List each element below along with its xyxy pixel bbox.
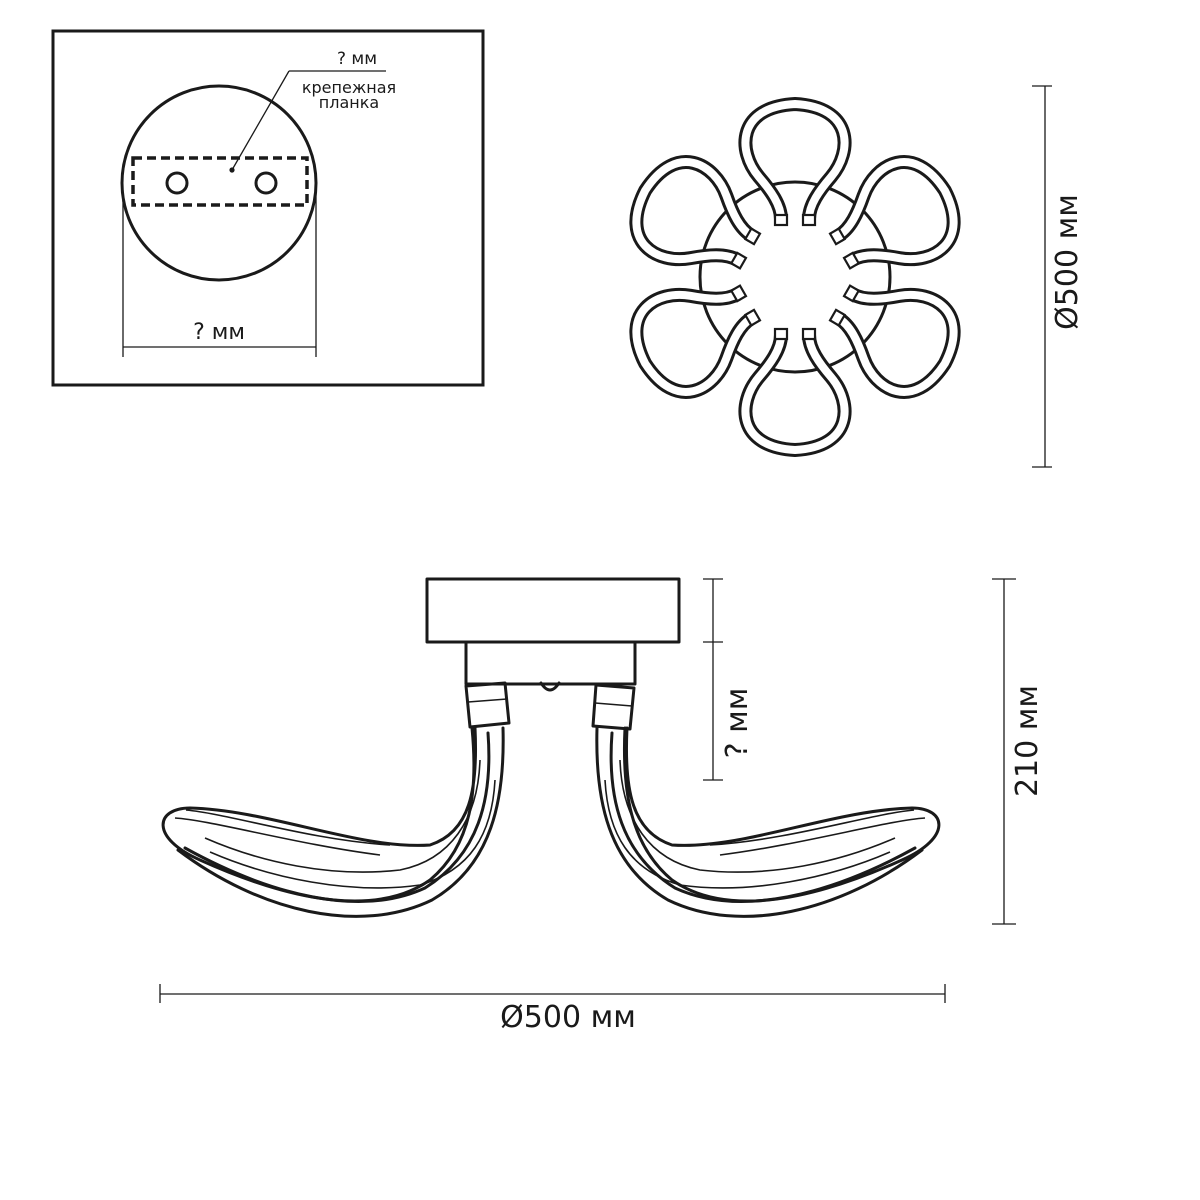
side-view: ? мм 210 мм Ø500 мм	[159, 577, 1045, 1035]
top-view: Ø500 мм	[629, 85, 1085, 468]
arm-end-cap	[842, 284, 861, 303]
height-label: 210 мм	[1010, 685, 1045, 797]
arm-end-cap	[801, 327, 817, 341]
top-view-arms	[629, 97, 961, 457]
side-center-nub	[539, 681, 561, 692]
base-diameter-label: ? мм	[193, 320, 245, 345]
top-view-arm-loop	[828, 284, 961, 399]
arm-end-cap	[773, 327, 789, 341]
canopy-base-circle	[120, 84, 318, 282]
left-arm-clamp	[464, 681, 511, 729]
width-label: Ø500 мм	[500, 1000, 636, 1035]
bracket-label-line2: планка	[319, 93, 379, 112]
arm-end-cap	[773, 213, 789, 227]
mounting-hole-right	[254, 171, 278, 195]
top-view-arm-loop	[738, 97, 852, 227]
top-view-arm-loop	[828, 155, 961, 270]
arm-end-cap	[729, 251, 748, 270]
side-canopy-neck	[464, 640, 637, 686]
mount-detail-frame	[51, 29, 485, 387]
arm-end-cap	[743, 308, 762, 327]
top-view-arm-loop	[629, 155, 762, 270]
top-view-arm-loop	[629, 284, 762, 399]
bracket-label-line1: крепежная	[302, 78, 396, 97]
arm-end-cap	[828, 308, 847, 327]
top-view-arm-loop	[738, 327, 852, 457]
left-arm	[161, 726, 505, 918]
top-diameter-label: Ø500 мм	[1050, 194, 1085, 330]
canopy-height-label: ? мм	[720, 688, 755, 759]
leader-line	[231, 70, 290, 171]
mounting-hole-left	[165, 171, 189, 195]
top-view-canopy	[698, 180, 892, 374]
arm-end-cap	[828, 227, 847, 246]
arm-end-cap	[729, 284, 748, 303]
arm-end-cap	[842, 251, 861, 270]
plate-length-label: ? мм	[337, 49, 377, 69]
left-clamp-band	[467, 698, 508, 703]
mount-detail: ? мм крепежная планка ? мм	[51, 29, 485, 387]
mounting-bracket	[131, 156, 309, 207]
right-arm	[595, 726, 941, 918]
right-clamp-band	[594, 702, 633, 707]
arm-end-cap	[801, 213, 817, 227]
side-canopy	[425, 577, 681, 644]
right-arm-clamp	[591, 683, 636, 731]
arm-end-cap	[743, 227, 762, 246]
